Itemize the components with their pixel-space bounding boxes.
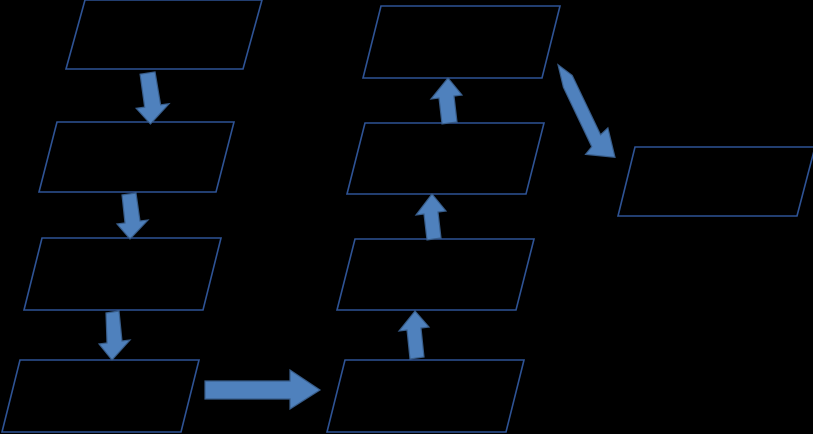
up-arrow-icon[interactable] xyxy=(414,193,448,241)
arrow-right-3-to-2-group[interactable] xyxy=(414,193,448,241)
node-left-1[interactable] xyxy=(64,0,263,70)
down-arrow-icon[interactable] xyxy=(115,192,150,240)
up-arrow-icon[interactable] xyxy=(397,310,431,360)
arrow-right-1-to-far-right-group[interactable] xyxy=(557,60,616,162)
diagram-connectors xyxy=(97,60,616,411)
arrow-left-2-to-3-group[interactable] xyxy=(115,192,150,240)
up-arrow-icon[interactable] xyxy=(429,77,464,125)
down-arrow-icon[interactable] xyxy=(134,71,171,125)
down-arrow-icon[interactable] xyxy=(97,310,132,361)
node-right-4[interactable] xyxy=(325,359,526,433)
right-arrow-icon[interactable] xyxy=(204,368,322,411)
node-right-1[interactable] xyxy=(361,5,562,79)
node-far-right[interactable] xyxy=(616,146,813,217)
node-left-4[interactable] xyxy=(0,359,201,433)
node-right-2[interactable] xyxy=(345,122,546,195)
arrow-left-3-to-4-group[interactable] xyxy=(97,310,132,361)
node-right-3[interactable] xyxy=(335,238,536,311)
arrow-left-1-to-2-group[interactable] xyxy=(134,71,171,125)
node-left-3[interactable] xyxy=(22,237,223,311)
arrow-right-4-to-3-group[interactable] xyxy=(397,310,431,360)
diagonal-arrow-icon[interactable] xyxy=(557,60,616,162)
node-left-2[interactable] xyxy=(37,121,236,193)
arrow-left-4-to-right-4-group[interactable] xyxy=(204,368,322,411)
arrow-right-2-to-1-group[interactable] xyxy=(429,77,464,125)
